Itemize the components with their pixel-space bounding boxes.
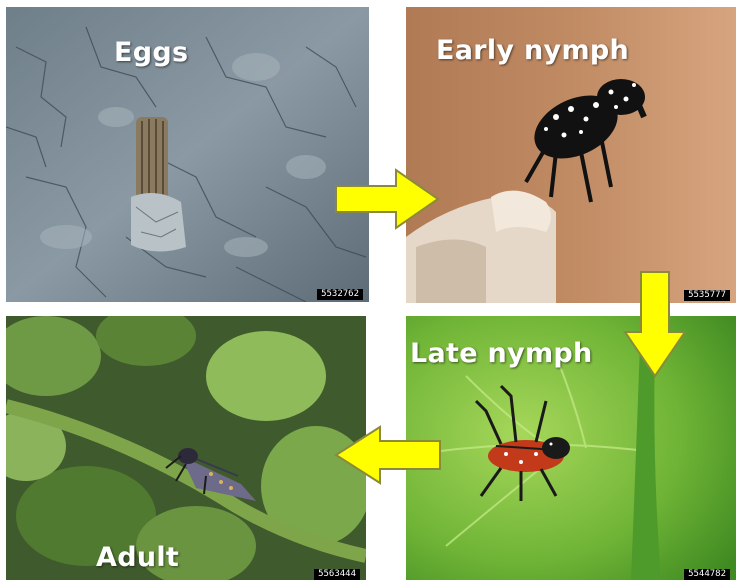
panel-label-adult: Adult xyxy=(96,542,179,573)
panel-label-eggs: Eggs xyxy=(114,37,188,68)
arrow-down-icon xyxy=(623,270,687,380)
arrow-left-icon xyxy=(332,425,442,485)
image-id-eggs: 5532762 xyxy=(317,289,363,300)
adult-photo-panel: Adult 5563444 xyxy=(6,316,366,580)
image-id-early-nymph: 5535777 xyxy=(684,290,730,301)
panel-label-early-nymph: Early nymph xyxy=(436,35,629,66)
adult-photo xyxy=(6,316,366,580)
panel-label-late-nymph: Late nymph xyxy=(410,338,593,369)
early-nymph-photo-panel: Early nymph 5535777 xyxy=(406,7,736,303)
arrow-right-icon xyxy=(334,168,442,230)
eggs-photo-panel: Eggs 5532762 xyxy=(6,7,369,302)
image-id-late-nymph: 5544782 xyxy=(684,569,730,580)
image-id-adult: 5563444 xyxy=(314,569,360,580)
